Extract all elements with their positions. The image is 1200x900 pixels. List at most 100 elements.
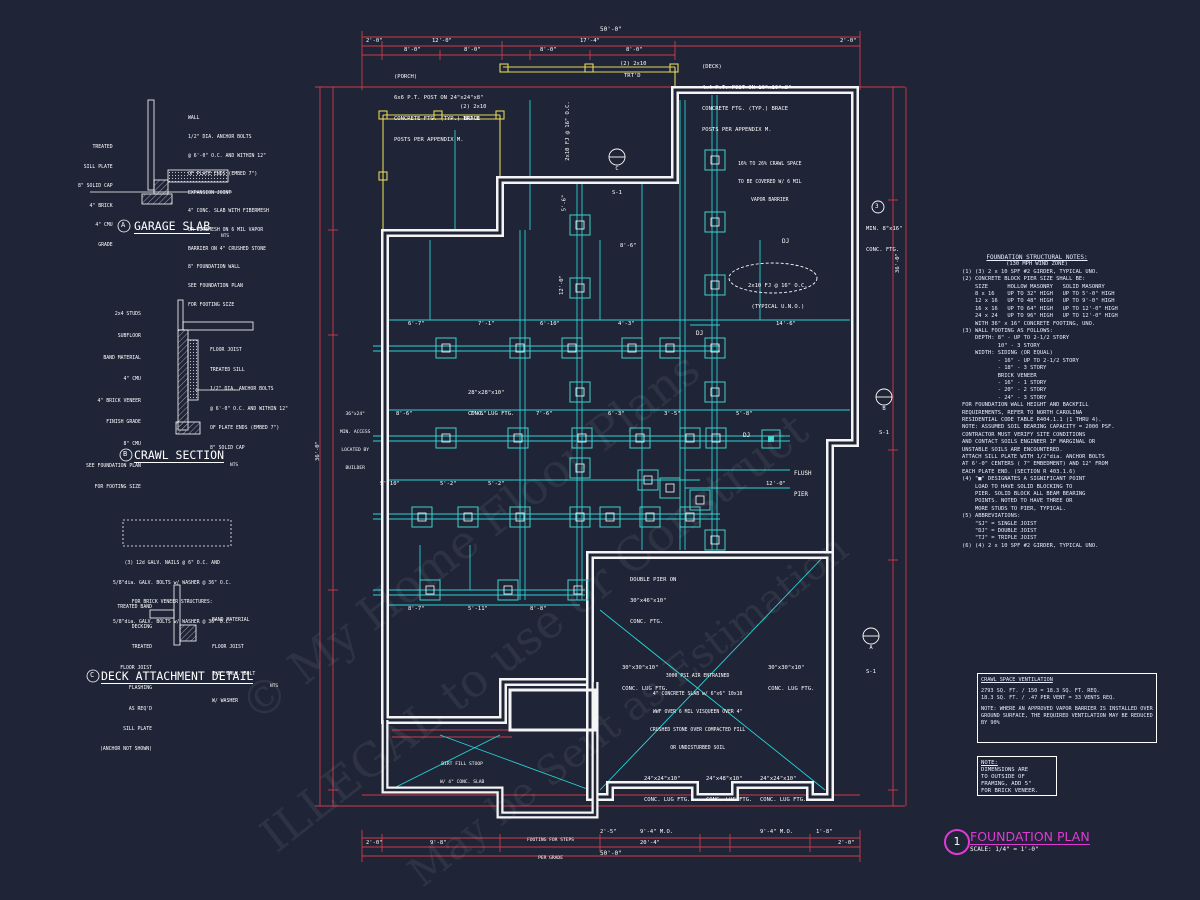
pier-footing bbox=[569, 214, 591, 236]
footing-24-48-line-2: CONC. LUG FTG. bbox=[706, 797, 753, 803]
dim-top-2: 12'-0" bbox=[432, 38, 452, 44]
dim-bottom2-3: 9'-4" M.O. bbox=[760, 829, 794, 835]
detail-c-top-labels: (3) 12d GALV. NAILS @ 6" O.C. AND 5/8"di… bbox=[113, 548, 231, 633]
pier-block bbox=[710, 280, 720, 290]
footing-30-right-line-1: 30"x30"x10" bbox=[768, 665, 805, 671]
crawl-section-detail-graphic bbox=[119, 299, 254, 462]
ventilation-box: CRAWL SPACE VENTILATION 2793 SQ. FT. / 1… bbox=[977, 673, 1157, 743]
structural-note-line: - 24" - 3 STORY bbox=[962, 394, 1047, 401]
dim-top-4: 2'-0" bbox=[840, 38, 857, 44]
fj-label-line-1: 2x10 FJ @ 16" O.C. bbox=[748, 283, 808, 289]
ventilation-row-1-text: SQ. FT. / 150 = bbox=[996, 688, 1044, 694]
detail-c-title: DECK ATTACHMENT DETAIL bbox=[101, 669, 254, 684]
pier-footing bbox=[457, 506, 479, 528]
detail-a-label-grade: GRADE bbox=[98, 242, 113, 248]
structural-note-line: PIER. SOLID BLOCK ALL BEAM BEARING bbox=[962, 491, 1086, 497]
footing-steps-note-line-1: FOOTING FOR STEPS bbox=[527, 838, 575, 843]
access-note-line-2: MIN. ACCESS bbox=[340, 430, 371, 435]
pier-block bbox=[643, 475, 653, 485]
section-c-marker-sheet: S-1 bbox=[612, 190, 622, 196]
girder-label-deck: (2) 2x10 bbox=[620, 61, 647, 67]
pier-block bbox=[463, 512, 473, 522]
section-markers bbox=[608, 148, 893, 645]
structural-note-line: SIZE HOLLOW MASONRY SOLID MASONRY bbox=[962, 283, 1105, 290]
structural-note-line: 12 x 16 UP TO 48" HIGH UP TO 9'-0" HIGH bbox=[962, 298, 1115, 305]
pier-block bbox=[710, 217, 720, 227]
detail-c-right-labels: BAND MATERIAL FLOOR JOIST 5/8" GALV. BOL… bbox=[212, 598, 255, 715]
detail-c-label-treated-band: TREATED BAND bbox=[117, 604, 152, 610]
footing-24-2-line-2: CONC. LUG FTG. bbox=[760, 797, 807, 803]
pier-block bbox=[515, 512, 525, 522]
detail-a-labels: WALL 1/2" DIA. ANCHOR BOLTS @ 6'-0" O.C.… bbox=[188, 104, 269, 315]
detail-c-marker: C bbox=[90, 671, 95, 679]
dimension-note-line-4: FRAMING, ADD 5" bbox=[981, 781, 1032, 787]
pier-footing bbox=[571, 427, 593, 449]
detail-b-label-cmu-8: 8" CMU bbox=[123, 442, 141, 448]
structural-note-line: 10" - 3 STORY bbox=[962, 342, 1040, 349]
structural-note-line: - 16" - 1 STORY bbox=[962, 379, 1047, 386]
ventilation-row-1-value: 18.3 bbox=[1046, 688, 1060, 694]
plan-scale: SCALE: 1/4" = 1'-0" bbox=[970, 846, 1039, 853]
detail-b-label-bolts-3: OF PLATE ENDS (EMBED 7") bbox=[210, 426, 280, 431]
structural-note-line: REQUIREMENTS, REFER TO NORTH CAROLINA bbox=[962, 409, 1083, 416]
detail-a-label-wall-8: 8" FOUNDATION WALL bbox=[188, 265, 240, 271]
ventilation-note: NOTE: WHERE AN APPROVED VAPOR BARRIER IS… bbox=[981, 706, 1153, 726]
section-a-marker-letter: A bbox=[869, 645, 873, 651]
dim-top2-3: 8'-0" bbox=[540, 47, 557, 53]
pier-footing bbox=[507, 427, 529, 449]
pier-footing bbox=[411, 506, 433, 528]
dim-int-4: 4'-3" bbox=[618, 321, 635, 327]
flush-pier-note-line-2: PIER bbox=[794, 492, 808, 498]
footing-24-2-line-1: 24"x24"x10" bbox=[760, 776, 797, 782]
ventilation-row-2-text: SQ. FT. / .47 PER VENT = bbox=[996, 695, 1072, 701]
pier-block bbox=[575, 220, 585, 230]
structural-note-line: (5) ABBREVIATIONS: bbox=[962, 513, 1021, 520]
pier-block bbox=[695, 495, 705, 505]
stoop-note-line-2: W/ 4" CONC. SLAB bbox=[440, 780, 485, 785]
detail-c-label-galv-bolt: 5/8" GALV. BOLT bbox=[212, 672, 256, 677]
pier-footing bbox=[509, 506, 531, 528]
detail-b-label-joist: FLOOR JOIST bbox=[210, 348, 242, 353]
detail-a-label-bolts-3: OF PLATE ENDS (EMBED 7") bbox=[188, 172, 258, 178]
pier-block bbox=[503, 585, 513, 595]
ventilation-row-2-unit: VENTS REQ. bbox=[1084, 695, 1116, 701]
pier-footing bbox=[435, 337, 457, 359]
flush-pier-note: FLUSH PIER bbox=[794, 457, 811, 506]
pier-footing bbox=[569, 277, 591, 299]
deck-attachment-detail-graphic bbox=[86, 519, 232, 683]
dimension-note-box: NOTE: DIMENSIONS ARE TO OUTSIDE OF FRAMI… bbox=[977, 756, 1057, 796]
pier-block bbox=[573, 585, 583, 595]
detail-b-marker: B bbox=[123, 450, 128, 458]
ventilation-title: CRAWL SPACE VENTILATION bbox=[981, 677, 1053, 683]
detail-c-label-nails: (3) 12d GALV. NAILS @ 6" O.C. AND bbox=[124, 561, 220, 566]
dim-int-5: 14'-6" bbox=[776, 321, 796, 327]
structural-note-line: ATTACH SILL PLATE WITH 1/2"dia. ANCHOR B… bbox=[962, 453, 1105, 460]
detail-b-label-see-plan: SEE FOUNDATION PLAN bbox=[86, 463, 141, 469]
ventilation-row-1-area: 2793 bbox=[981, 688, 994, 694]
access-note: 36"x24" MIN. ACCESS LOCATED BY BUILDER bbox=[340, 400, 370, 478]
structural-note-line: - 16" - UP TO 2-1/2 STORY bbox=[962, 357, 1079, 364]
pier-footing bbox=[659, 477, 681, 499]
double-pier-note: DOUBLE PIER ON 30"x46"x10" CONC. FTG. bbox=[630, 563, 676, 633]
pier-footing bbox=[704, 337, 726, 359]
pier-block bbox=[605, 512, 615, 522]
garage-slab-note: 3000 PSI AIR ENTRAINED 4" CONCRETE SLAB … bbox=[650, 662, 745, 758]
footing-30-right: 30"x30"x10" CONC. LUG FTG. bbox=[768, 651, 814, 700]
pier-block bbox=[645, 512, 655, 522]
fj-label-vertical: 2x10 FJ @ 16" O.C. bbox=[564, 101, 571, 161]
deck-porch-framing bbox=[378, 63, 679, 230]
pier-footing bbox=[599, 506, 621, 528]
dimension-note-line-1: NOTE: bbox=[981, 760, 998, 766]
pier-block bbox=[635, 433, 645, 443]
dim-int-3: 6'-10" bbox=[540, 321, 560, 327]
structural-note-line: "TJ" = TRIPLE JOIST bbox=[962, 535, 1037, 542]
pier-footing bbox=[704, 149, 726, 171]
structural-note-line: LOAD TO HAVE SOLID BLOCKING TO bbox=[962, 483, 1073, 490]
detail-a-marker: A bbox=[121, 221, 126, 229]
stoop-note: DIRT FILL STOOP W/ 4" CONC. SLAB bbox=[440, 750, 484, 792]
pier-footing bbox=[497, 579, 519, 601]
section-b-marker-letter: B bbox=[882, 406, 886, 412]
pier-block bbox=[513, 433, 523, 443]
structural-note-line: POINTS. NOTED TO HAVE THREE OR bbox=[962, 498, 1073, 505]
footing-24-1: 24"x24"x10" CONC. LUG FTG. bbox=[644, 762, 690, 811]
